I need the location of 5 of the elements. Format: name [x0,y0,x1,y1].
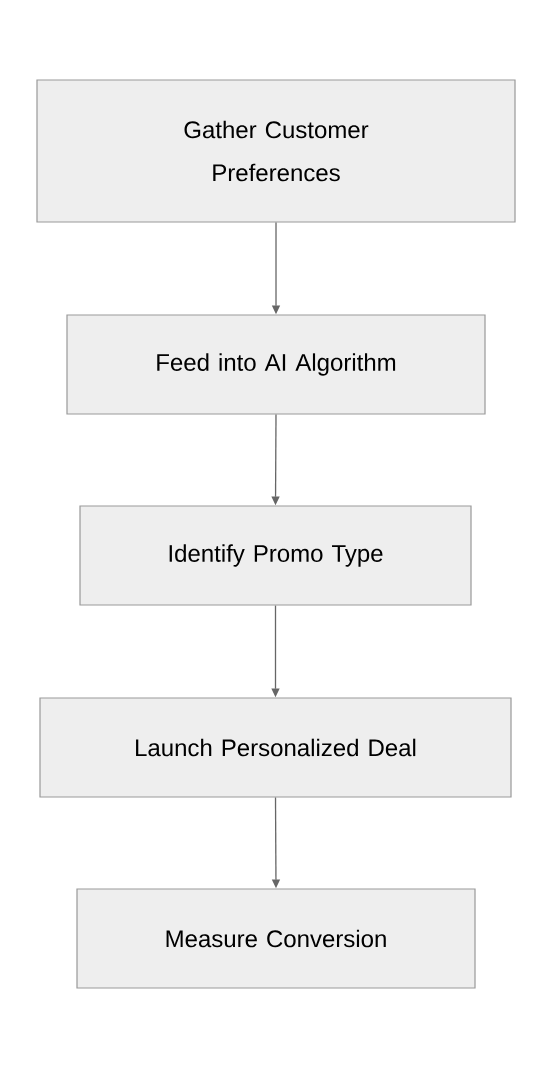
process-box: Measure Conversion [76,888,476,989]
process-box: Identify Promo Type [79,505,472,606]
process-box: Feed into AI Algorithm [66,314,486,415]
process-box: Gather Customer Preferences [36,79,516,223]
process-box: Launch Personalized Deal [39,697,512,798]
